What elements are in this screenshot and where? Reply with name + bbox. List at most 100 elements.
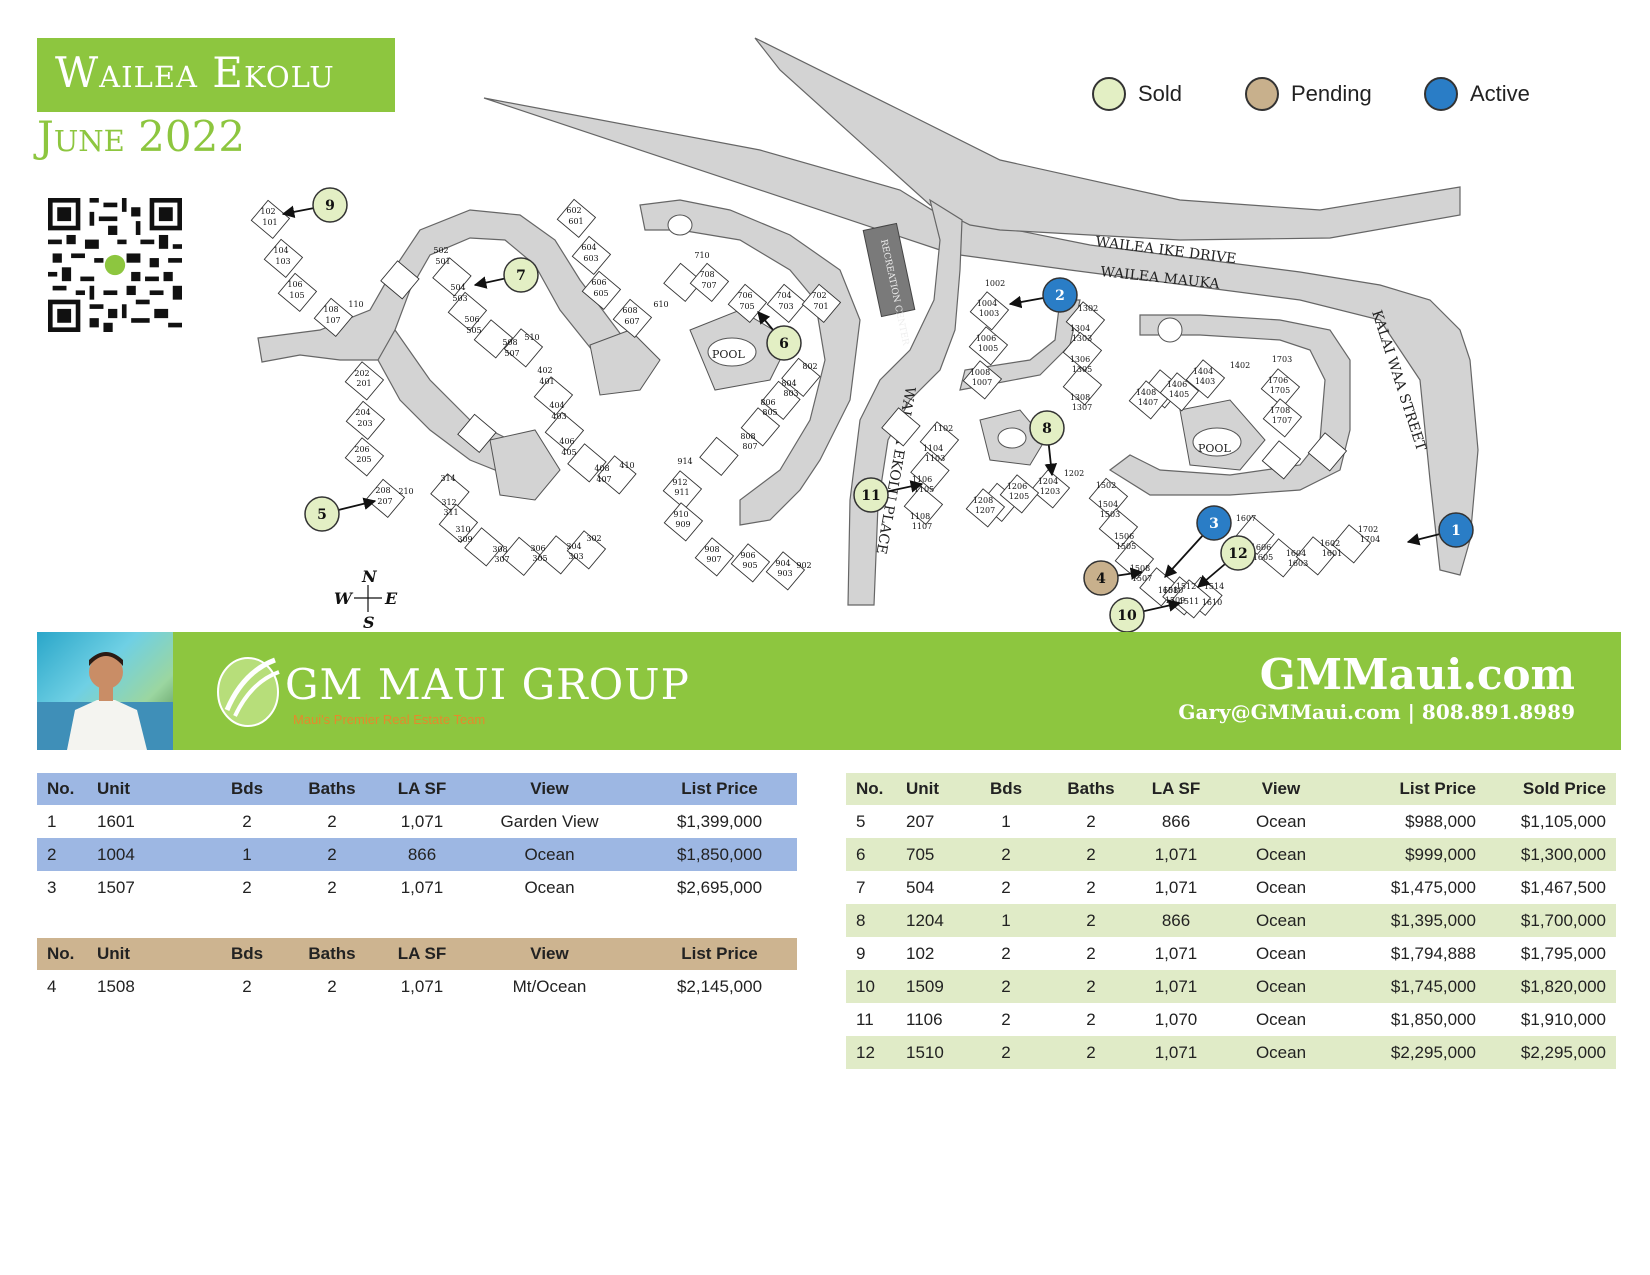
marker-circle[interactable] (1109, 597, 1145, 632)
unit-label: 201 (356, 379, 371, 388)
marker-number: 1 (1451, 523, 1461, 539)
unit-footprint (556, 198, 597, 238)
marker-circle[interactable] (766, 325, 802, 361)
unit-label: 707 (701, 281, 716, 290)
unit-label: 1703 (1272, 355, 1292, 364)
marker-circle[interactable] (503, 257, 539, 293)
unit-label: 1514 (1204, 582, 1224, 591)
unit-footprint (781, 357, 821, 397)
unit-label: 805 (762, 408, 777, 417)
listing-marker-11[interactable]: 11 (853, 477, 889, 513)
unit-label: 312 (441, 498, 456, 507)
unit-label: 408 (594, 464, 609, 473)
column-header: Unit (896, 773, 976, 805)
cell-list-price: $988,000 (1405, 811, 1476, 831)
cell-unit: 1510 (896, 1036, 976, 1069)
marker-circle[interactable] (1042, 277, 1078, 313)
unit-label: 1103 (925, 454, 945, 463)
marker-circle[interactable] (1220, 535, 1256, 571)
cell-sqft: 1,070 (1154, 1009, 1198, 1029)
column-header: List Price (642, 773, 797, 805)
marker-circle[interactable] (1083, 560, 1119, 596)
unit-footprint (345, 400, 386, 440)
unit-label: 110 (348, 300, 363, 309)
marker-circle[interactable] (1196, 505, 1232, 541)
listing-marker-6[interactable]: 6 (766, 325, 802, 361)
cell-no: 12 (846, 1036, 896, 1069)
website-link[interactable]: GMMaui.com (1259, 650, 1575, 699)
marker-circle[interactable] (1438, 512, 1474, 548)
listing-marker-12[interactable]: 12 (1220, 535, 1256, 571)
unit-label: 914 (677, 457, 692, 466)
unit-label: 905 (742, 561, 757, 570)
cell-sqft: 1,071 (400, 811, 444, 831)
cell-unit: 1204 (896, 904, 976, 937)
listing-marker-2[interactable]: 2 (1042, 277, 1078, 313)
unit-footprint (566, 530, 607, 570)
unit-footprint (662, 470, 703, 510)
unit-footprint (533, 376, 574, 416)
site-map[interactable]: RECREATION CENTER POOL POOL WAILEA IKE D… (0, 0, 1650, 632)
table-header-row: No. Unit Bds Baths LA SF View List Price… (846, 773, 1616, 805)
unit-label: 104 (273, 246, 288, 255)
cell-baths: 2 (1036, 970, 1146, 1003)
cell-sqft: 1,071 (400, 976, 444, 996)
listing-marker-4[interactable]: 4 (1083, 560, 1119, 596)
unit-label: 1404 (1193, 367, 1213, 376)
cell-view: Ocean (1255, 877, 1307, 897)
contact-info[interactable]: Gary@GMMaui.com | 808.891.8989 (1178, 700, 1575, 724)
unit-label: 204 (355, 408, 370, 417)
table-row: 3 1507 2 2 1,071 Ocean $2,695,000 (37, 871, 797, 904)
cell-baths: 2 (1036, 904, 1146, 937)
pond-shape (1157, 317, 1183, 343)
pool-shape (997, 427, 1027, 449)
unit-footprint (438, 503, 479, 543)
listing-marker-7[interactable]: 7 (503, 257, 539, 293)
agent-banner: GM MAUI GROUP Maui's Premier Real Estate… (37, 632, 1621, 750)
listing-marker-10[interactable]: 10 (1109, 597, 1145, 632)
column-header: Bds (217, 938, 277, 970)
marker-circle[interactable] (304, 496, 340, 532)
listing-marker-3[interactable]: 3 (1196, 505, 1232, 541)
cell-sqft: 866 (1146, 904, 1206, 937)
unit-label: 103 (275, 257, 290, 266)
legend-active: Active (1424, 76, 1530, 112)
marker-number: 5 (317, 507, 327, 523)
legend-label: Sold (1138, 81, 1183, 106)
cell-sold-price: $1,820,000 (1486, 970, 1616, 1003)
unit-label: 202 (354, 369, 369, 378)
unit-label: 1108 (910, 512, 930, 521)
unit-label: 1107 (912, 522, 932, 531)
unit-label: 203 (357, 419, 372, 428)
unit-label: 410 (619, 461, 634, 470)
qr-code[interactable] (48, 198, 182, 332)
unit-footprint (965, 488, 1006, 528)
column-header: View (457, 773, 642, 805)
pool-label: POOL (1198, 442, 1231, 455)
unit-label: 602 (566, 206, 581, 215)
listing-marker-1[interactable]: 1 (1438, 512, 1474, 548)
cell-no: 5 (856, 811, 866, 831)
unit-footprint (689, 262, 730, 302)
listing-marker-8[interactable]: 8 (1029, 410, 1065, 446)
listing-marker-5[interactable]: 5 (304, 496, 340, 532)
unit-label: 1002 (985, 279, 1005, 288)
cell-list-price: $1,850,000 (1390, 1009, 1476, 1029)
unit-label: 907 (706, 555, 721, 564)
cell-unit: 1004 (87, 838, 217, 871)
cell-sold-price: $1,700,000 (1486, 904, 1616, 937)
unit-footprint (766, 283, 807, 323)
marker-circle[interactable] (312, 187, 348, 223)
unit-footprint (801, 283, 842, 323)
marker-number: 11 (861, 488, 880, 504)
listing-marker-9[interactable]: 9 (312, 187, 348, 223)
cell-sold-price: $2,295,000 (1486, 1036, 1616, 1069)
unit-label: 1705 (1270, 386, 1290, 395)
marker-circle[interactable] (853, 477, 889, 513)
unit-footprint (457, 413, 497, 453)
unit-footprint (447, 291, 488, 331)
marker-circle[interactable] (1029, 410, 1065, 446)
